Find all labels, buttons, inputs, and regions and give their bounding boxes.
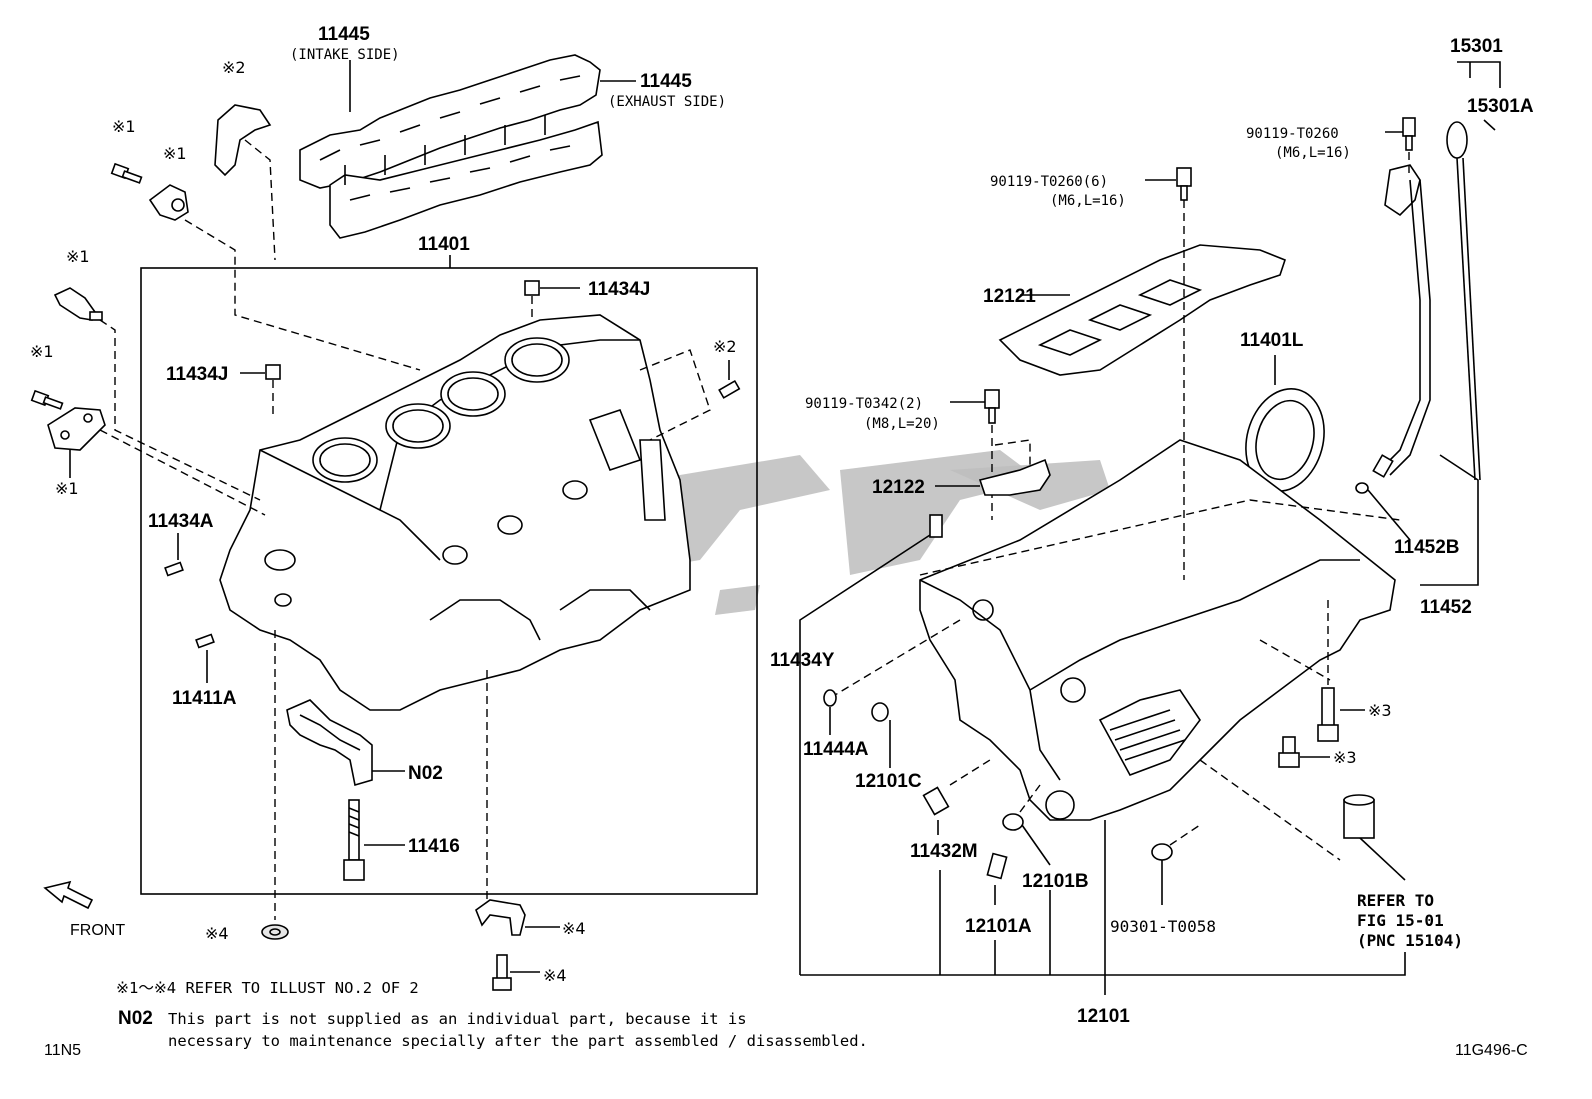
label-11434J-left: 11434J (166, 364, 228, 385)
note-n02-line1: This part is not supplied as an individu… (168, 1010, 747, 1028)
label-90119-T0342-spec: (M8,L=20) (864, 416, 940, 432)
label-exhaust-side: (EXHAUST SIDE) (608, 94, 726, 110)
label-12101A: 12101A (965, 916, 1032, 937)
note-refer-illust: ※1～※4 REFER TO ILLUST NO.2 OF 2 (116, 979, 419, 997)
note-n02-code: N02 (118, 1008, 153, 1029)
seal-m4-bottom (261, 630, 289, 940)
bolt-m1-a (110, 162, 143, 184)
dipstick-guide-11452 (1372, 164, 1479, 586)
baffle-plate-12121 (998, 244, 1286, 376)
label-11434J-top: 11434J (588, 279, 650, 300)
label-intake-side: (INTAKE SIDE) (290, 47, 400, 63)
label-11434Y: 11434Y (770, 650, 835, 671)
label-90119-T0260-a-spec: (M6,L=16) (1275, 145, 1351, 161)
gasket-90301-T0058 (1151, 824, 1201, 905)
mark-m2-a: ※2 (222, 58, 246, 77)
label-refer-to-2: FIG 15-01 (1357, 911, 1444, 930)
dowel-11434Y (799, 514, 943, 975)
leader-12101-group (800, 820, 1406, 995)
pin-11411A (195, 633, 215, 683)
front-arrow-icon (43, 880, 94, 910)
pin-11434A (164, 533, 184, 577)
label-12101: 12101 (1077, 1006, 1130, 1027)
label-11401: 11401 (418, 234, 470, 255)
bolt-m3-long (1317, 600, 1365, 742)
gasket-12101C (871, 702, 891, 768)
sensor-m1 (53, 287, 261, 501)
label-11434A: 11434A (148, 511, 214, 532)
label-11452B: 11452B (1394, 537, 1460, 558)
mark-m4-b: ※4 (562, 919, 586, 938)
label-refer-to-3: (PNC 15104) (1357, 931, 1463, 950)
gasket-11444A (823, 689, 837, 735)
plug-11432M (922, 759, 991, 835)
label-11411A: 11411A (172, 688, 237, 709)
label-11445-exhaust: 11445 (640, 71, 692, 92)
label-11416: 11416 (408, 836, 460, 857)
cylinder-block-11401 (219, 314, 691, 711)
label-90119-T0260-6: 90119-T0260(6) (990, 174, 1108, 190)
bolt-m1-b (30, 389, 64, 410)
dowel-pin-11434J-top (524, 280, 580, 320)
label-front: FRONT (70, 922, 125, 939)
clamp-m1 (148, 184, 421, 371)
label-12122: 12122 (872, 477, 925, 498)
bolt-m3-short (1278, 736, 1330, 768)
bolt-11416 (343, 799, 405, 881)
mark-m1-d: ※1 (30, 342, 54, 361)
label-11445-intake: 11445 (318, 24, 370, 45)
mark-m4-a: ※4 (205, 924, 229, 943)
label-90301-T0058: 90301-T0058 (1110, 917, 1216, 936)
label-12121: 12121 (983, 286, 1036, 307)
label-90119-T0260-6-spec: (M6,L=16) (1050, 193, 1126, 209)
label-11444A: 11444A (803, 739, 869, 760)
label-N02: N02 (408, 763, 443, 784)
label-refer-to-1: REFER TO (1357, 891, 1434, 910)
rear-oil-seal-11401L (1245, 355, 1325, 492)
label-15301: 15301 (1450, 36, 1503, 57)
mark-m4-c: ※4 (543, 966, 567, 985)
label-15301A: 15301A (1467, 96, 1534, 117)
bearing-cap-N02 (286, 699, 405, 787)
mark-m3-b: ※3 (1333, 748, 1357, 767)
label-11452: 11452 (1420, 597, 1472, 618)
bracket-12122 (935, 458, 1051, 496)
pin-m2-right (718, 360, 741, 399)
o-ring-11452B (1355, 482, 1411, 541)
mark-m1-c: ※1 (66, 247, 90, 266)
label-11401L: 11401L (1240, 330, 1304, 351)
label-12101B: 12101B (1022, 871, 1089, 892)
dash-guide-m2 (639, 349, 711, 441)
mark-m1-b: ※1 (163, 144, 187, 163)
label-12101C: 12101C (855, 771, 922, 792)
mark-m2-b: ※2 (713, 337, 737, 356)
bracket-m1 (47, 407, 266, 516)
bolt-90119-T0260-6 (1145, 167, 1192, 250)
bolt-m4-lower (492, 954, 540, 991)
gasket-12101B (1002, 784, 1051, 866)
dipstick-15301 (1446, 61, 1501, 481)
note-n02-line2: necessary to maintenance specially after… (168, 1032, 868, 1050)
dowel-pin-11434J-left (240, 364, 281, 415)
label-90119-T0342: 90119-T0342(2) (805, 396, 923, 412)
drain-plug-12101A (986, 852, 1008, 905)
bracket-m2 (214, 104, 276, 261)
label-11432M: 11432M (910, 841, 978, 862)
oil-filter-fitting (1343, 794, 1406, 881)
mark-m1-e: ※1 (55, 479, 79, 498)
oil-jet-m4 (475, 670, 560, 936)
footer-left-code: 11N5 (44, 1042, 81, 1059)
cylinder-block-group-box (140, 267, 758, 895)
bearing-shells-11445 (299, 54, 603, 239)
mark-m3-a: ※3 (1368, 701, 1392, 720)
mark-m1-a: ※1 (112, 117, 136, 136)
bolt-90119-T0260-a (1385, 117, 1416, 175)
label-90119-T0260-a: 90119-T0260 (1246, 126, 1339, 142)
oil-pan-12101 (834, 250, 1401, 861)
bolt-90119-T0342 (950, 389, 1031, 520)
footer-right-code: 11G496-C (1455, 1042, 1528, 1059)
